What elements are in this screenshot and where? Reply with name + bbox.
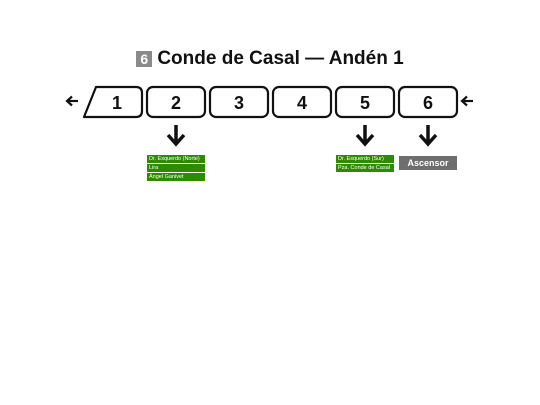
arrow-down-icon bbox=[355, 125, 375, 147]
car-number-4: 4 bbox=[297, 93, 307, 113]
arrow-down-icon bbox=[418, 125, 438, 147]
car-number-6: 6 bbox=[423, 93, 433, 113]
train-car-6 bbox=[397, 85, 459, 119]
exit-sign: Lira bbox=[147, 164, 205, 172]
station-platform-title: Conde de Casal — Andén 1 bbox=[157, 48, 404, 69]
arrow-left-icon bbox=[460, 95, 473, 107]
train-car-3 bbox=[208, 85, 270, 119]
car-number-2: 2 bbox=[171, 93, 181, 113]
page-title: 6 Conde de Casal — Andén 1 bbox=[0, 48, 540, 70]
car-number-5: 5 bbox=[360, 93, 370, 113]
arrow-down-icon bbox=[166, 125, 186, 147]
train-car-1 bbox=[82, 85, 144, 119]
train-car-5 bbox=[334, 85, 396, 119]
elevator-sign: Ascensor bbox=[399, 156, 457, 170]
exit-sign: Dr. Esquerdo (Sur) bbox=[336, 155, 394, 163]
train-car-4 bbox=[271, 85, 333, 119]
car-number-3: 3 bbox=[234, 93, 244, 113]
arrow-left-icon bbox=[65, 95, 78, 107]
train-car-2 bbox=[145, 85, 207, 119]
exit-sign: Pza. Conde de Casal bbox=[336, 164, 394, 172]
exit-sign: Dr. Esquerdo (Norte) bbox=[147, 155, 205, 163]
exit-sign: Ángel Ganivet bbox=[147, 173, 205, 181]
line-badge: 6 bbox=[136, 51, 153, 67]
car-number-1: 1 bbox=[112, 93, 122, 113]
